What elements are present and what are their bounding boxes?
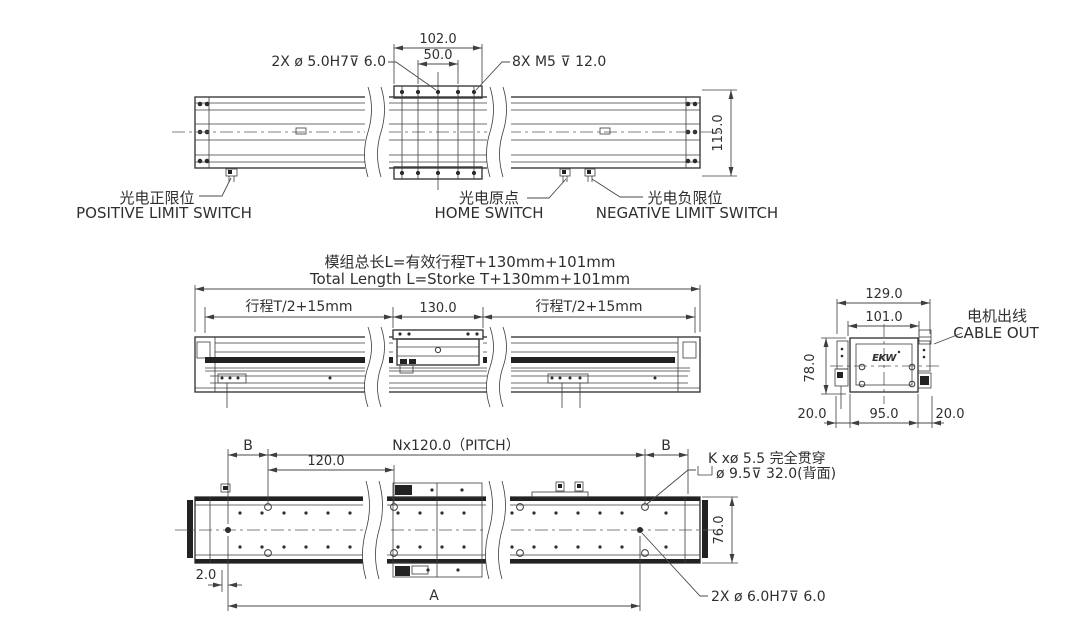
side-view-dimensions: 129.0 101.0 电机出线 CABLE OUT 78.0 20.0 95.… [798, 287, 1040, 428]
positive-limit-label-en: POSITIVE LIMIT SWITCH [76, 204, 252, 222]
bottom-view-body [175, 481, 722, 578]
note-mount-holes-line2: ø 9.5⊽ 32.0(背面) [716, 466, 836, 482]
bottom-view-carriage [392, 482, 483, 578]
top-view: 102.0 50.0 2X ø 5.0H7⊽ 6.0 8X M5 ⊽ 12.0 … [76, 32, 778, 222]
note-mount-holes-line1: K xø 5.5 完全贯穿 [708, 450, 826, 467]
home-switch-mark [559, 168, 571, 182]
cable-out-label-en: CABLE OUT [953, 324, 1039, 342]
home-switch-label-en: HOME SWITCH [434, 204, 543, 222]
counterbore-icon [697, 466, 713, 476]
brand-logo: EKW [872, 353, 897, 364]
negative-limit-label-en: NEGATIVE LIMIT SWITCH [596, 204, 778, 222]
top-view-dimensions: 102.0 50.0 2X ø 5.0H7⊽ 6.0 8X M5 ⊽ 12.0 … [271, 32, 737, 177]
front-view-carriage [392, 329, 484, 374]
positive-limit-label-cn: 光电正限位 [119, 189, 194, 207]
dim-115-label: 115.0 [711, 114, 726, 151]
side-view: EKW 129.0 101.0 [798, 287, 1040, 428]
bottom-view-sensors [220, 481, 589, 498]
front-view-dimensions: 行程T/2+15mm 130.0 行程T/2+15mm [194, 285, 701, 333]
front-view: 模组总长L=有效行程T+130mm+101mm Total Length L=S… [194, 253, 701, 408]
dim-101-label: 101.0 [865, 310, 902, 325]
dim-130-label: 130.0 [419, 301, 456, 316]
negative-limit-label-cn: 光电负限位 [647, 189, 722, 207]
limit-switch-labels: 光电正限位 POSITIVE LIMIT SWITCH 光电原点 HOME SW… [76, 177, 778, 222]
cable-out-label-cn: 电机出线 [967, 307, 1027, 325]
home-switch-label-cn: 光电原点 [459, 189, 519, 207]
dim-stroke-left-label: 行程T/2+15mm [246, 299, 353, 315]
total-length-title-en: Total Length L=Storke T+130mm+101mm [309, 270, 630, 288]
dim-stroke-right-label: 行程T/2+15mm [536, 299, 643, 315]
dim-78-label: 78.0 [803, 354, 818, 383]
dim-76-label: 76.0 [712, 516, 727, 545]
note-dowel-holes-top: 2X ø 5.0H7⊽ 6.0 [271, 54, 386, 70]
dim-a-label: A [429, 588, 439, 604]
dim-20-right-label: 20.0 [936, 407, 965, 422]
dowel-hole-left [225, 527, 231, 533]
top-view-break-lines [364, 86, 511, 178]
dim-95-label: 95.0 [870, 407, 899, 422]
top-view-carriage [393, 72, 483, 190]
dim-120-label: 120.0 [307, 454, 344, 469]
dim-102-label: 102.0 [419, 32, 456, 47]
dim-b-left-label: B [243, 438, 253, 454]
dim-2-label: 2.0 [196, 568, 217, 583]
bottom-view-dimensions: B Nx120.0（PITCH） B 120.0 K xø 5.5 完全贯穿 ø… [196, 438, 836, 611]
bottom-view: B Nx120.0（PITCH） B 120.0 K xø 5.5 完全贯穿 ø… [175, 438, 836, 611]
top-view-rail-body [172, 96, 723, 169]
side-view-body: EKW [830, 324, 940, 409]
front-view-break-lines [364, 326, 511, 408]
total-length-title-cn: 模组总长L=有效行程T+130mm+101mm [325, 253, 616, 271]
dim-129-label: 129.0 [865, 287, 902, 302]
screw-dot-rows [238, 511, 668, 549]
note-dowel-holes-bottom: 2X ø 6.0H7⊽ 6.0 [711, 589, 826, 605]
dim-b-right-label: B [661, 438, 671, 454]
dim-pitch-label: Nx120.0（PITCH） [392, 438, 519, 454]
dim-50-label: 50.0 [424, 48, 453, 63]
bottom-view-break-lines [362, 480, 510, 580]
note-thread-holes: 8X M5 ⊽ 12.0 [512, 54, 606, 70]
dowel-hole-right [637, 527, 643, 533]
dim-20-left-label: 20.0 [798, 407, 827, 422]
